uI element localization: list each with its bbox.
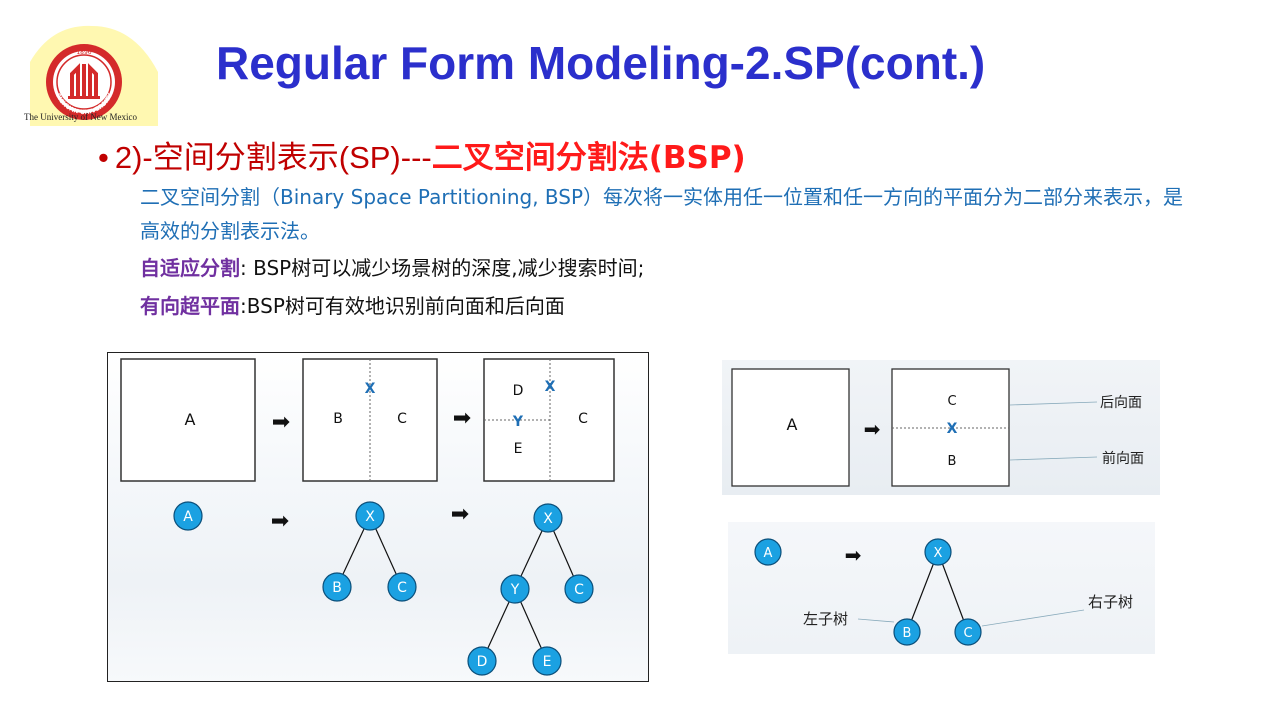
feature-label: 自适应分割 <box>140 256 240 280</box>
region-c-label: C <box>578 411 588 427</box>
tree-node-c: C <box>574 582 584 598</box>
back-face-label: 后向面 <box>1100 395 1142 411</box>
region-a-box <box>120 358 256 482</box>
callout-line <box>981 609 1085 627</box>
arrow-icon: ➡ <box>453 406 471 431</box>
tree-node-d: D <box>477 654 488 670</box>
region-a-label: A <box>787 415 798 434</box>
feature-label: 有向超平面 <box>140 294 240 318</box>
plane-y-label: Y <box>512 414 524 430</box>
tree-node-c: C <box>397 580 407 596</box>
tree-node-e: E <box>543 654 552 670</box>
logo-caption: The University of New Mexico <box>24 112 137 122</box>
university-logo: 1896 SICHUAN UNIVERSITY <box>22 22 162 127</box>
region-b-label: B <box>333 411 343 427</box>
plane-x-label: X <box>545 379 556 395</box>
tree-node-b: B <box>332 580 342 596</box>
subtree-diagram: A ➡ X B C 左子树 右子树 <box>728 522 1155 654</box>
region-a-label: A <box>185 410 196 429</box>
callout-line <box>1009 401 1098 406</box>
region-a-box <box>731 368 850 487</box>
tree-links <box>906 551 969 633</box>
feature-directed-hyperplane: 有向超平面:BSP树可有效地识别前向面和后向面 <box>140 290 565 319</box>
arrow-icon: ➡ <box>845 543 862 567</box>
arrow-icon: ➡ <box>451 502 469 527</box>
bullet-plain-text: 2)-空间分割表示(SP)--- <box>114 140 432 175</box>
tree-node-x: X <box>543 511 553 527</box>
tree-node-a: A <box>764 546 773 561</box>
arrow-icon: ➡ <box>864 417 881 441</box>
region-b-label: B <box>948 454 957 469</box>
region-c-label: C <box>947 394 956 409</box>
bullet-heading: •2)-空间分割表示(SP)---二叉空间分割法(BSP) <box>98 132 746 177</box>
logo-year: 1896 <box>76 49 91 56</box>
tree-node-x: X <box>365 509 375 525</box>
feature-sep: : <box>240 256 254 280</box>
plane-x-label: X <box>365 381 376 397</box>
left-subtree-label: 左子树 <box>803 610 848 628</box>
tree-node-x: X <box>934 546 943 561</box>
bullet-bold-text: 二叉空间分割法(BSP) <box>431 140 746 176</box>
tree-node-a: A <box>183 509 193 525</box>
front-face-label: 前向面 <box>1102 450 1144 467</box>
right-subtree-label: 右子树 <box>1088 593 1133 611</box>
feature-text: BSP树可以减少场景树的深度,减少搜索时间; <box>253 256 645 280</box>
tree-node-b: B <box>903 626 912 641</box>
callout-line <box>1009 456 1098 461</box>
feature-sep: : <box>240 294 247 318</box>
region-d-label: D <box>513 383 524 399</box>
plane-x-label: X <box>947 421 958 437</box>
arrow-icon: ➡ <box>271 509 289 534</box>
bullet-marker: • <box>98 140 109 175</box>
directed-plane-diagram: A ➡ C X B 后向面 前向面 <box>722 360 1160 495</box>
region-e-label: E <box>514 441 523 457</box>
bsp-description: 二叉空间分割（Binary Space Partitioning, BSP）每次… <box>140 185 1184 243</box>
feature-adaptive-split: 自适应分割: BSP树可以减少场景树的深度,减少搜索时间; <box>140 252 644 281</box>
tree-node-c: C <box>963 626 972 641</box>
bsp-split-diagram: A ➡ X B C ➡ D X Y E C A ➡ X B <box>107 352 649 682</box>
feature-text: BSP树可有效地识别前向面和后向面 <box>246 294 565 318</box>
arrow-icon: ➡ <box>272 410 290 435</box>
callout-line <box>857 618 895 623</box>
region-c-label: C <box>397 411 407 427</box>
tree-a: A <box>173 501 203 531</box>
tree-node-y: Y <box>510 582 520 598</box>
slide-title: Regular Form Modeling-2.SP(cont.) <box>216 37 986 89</box>
